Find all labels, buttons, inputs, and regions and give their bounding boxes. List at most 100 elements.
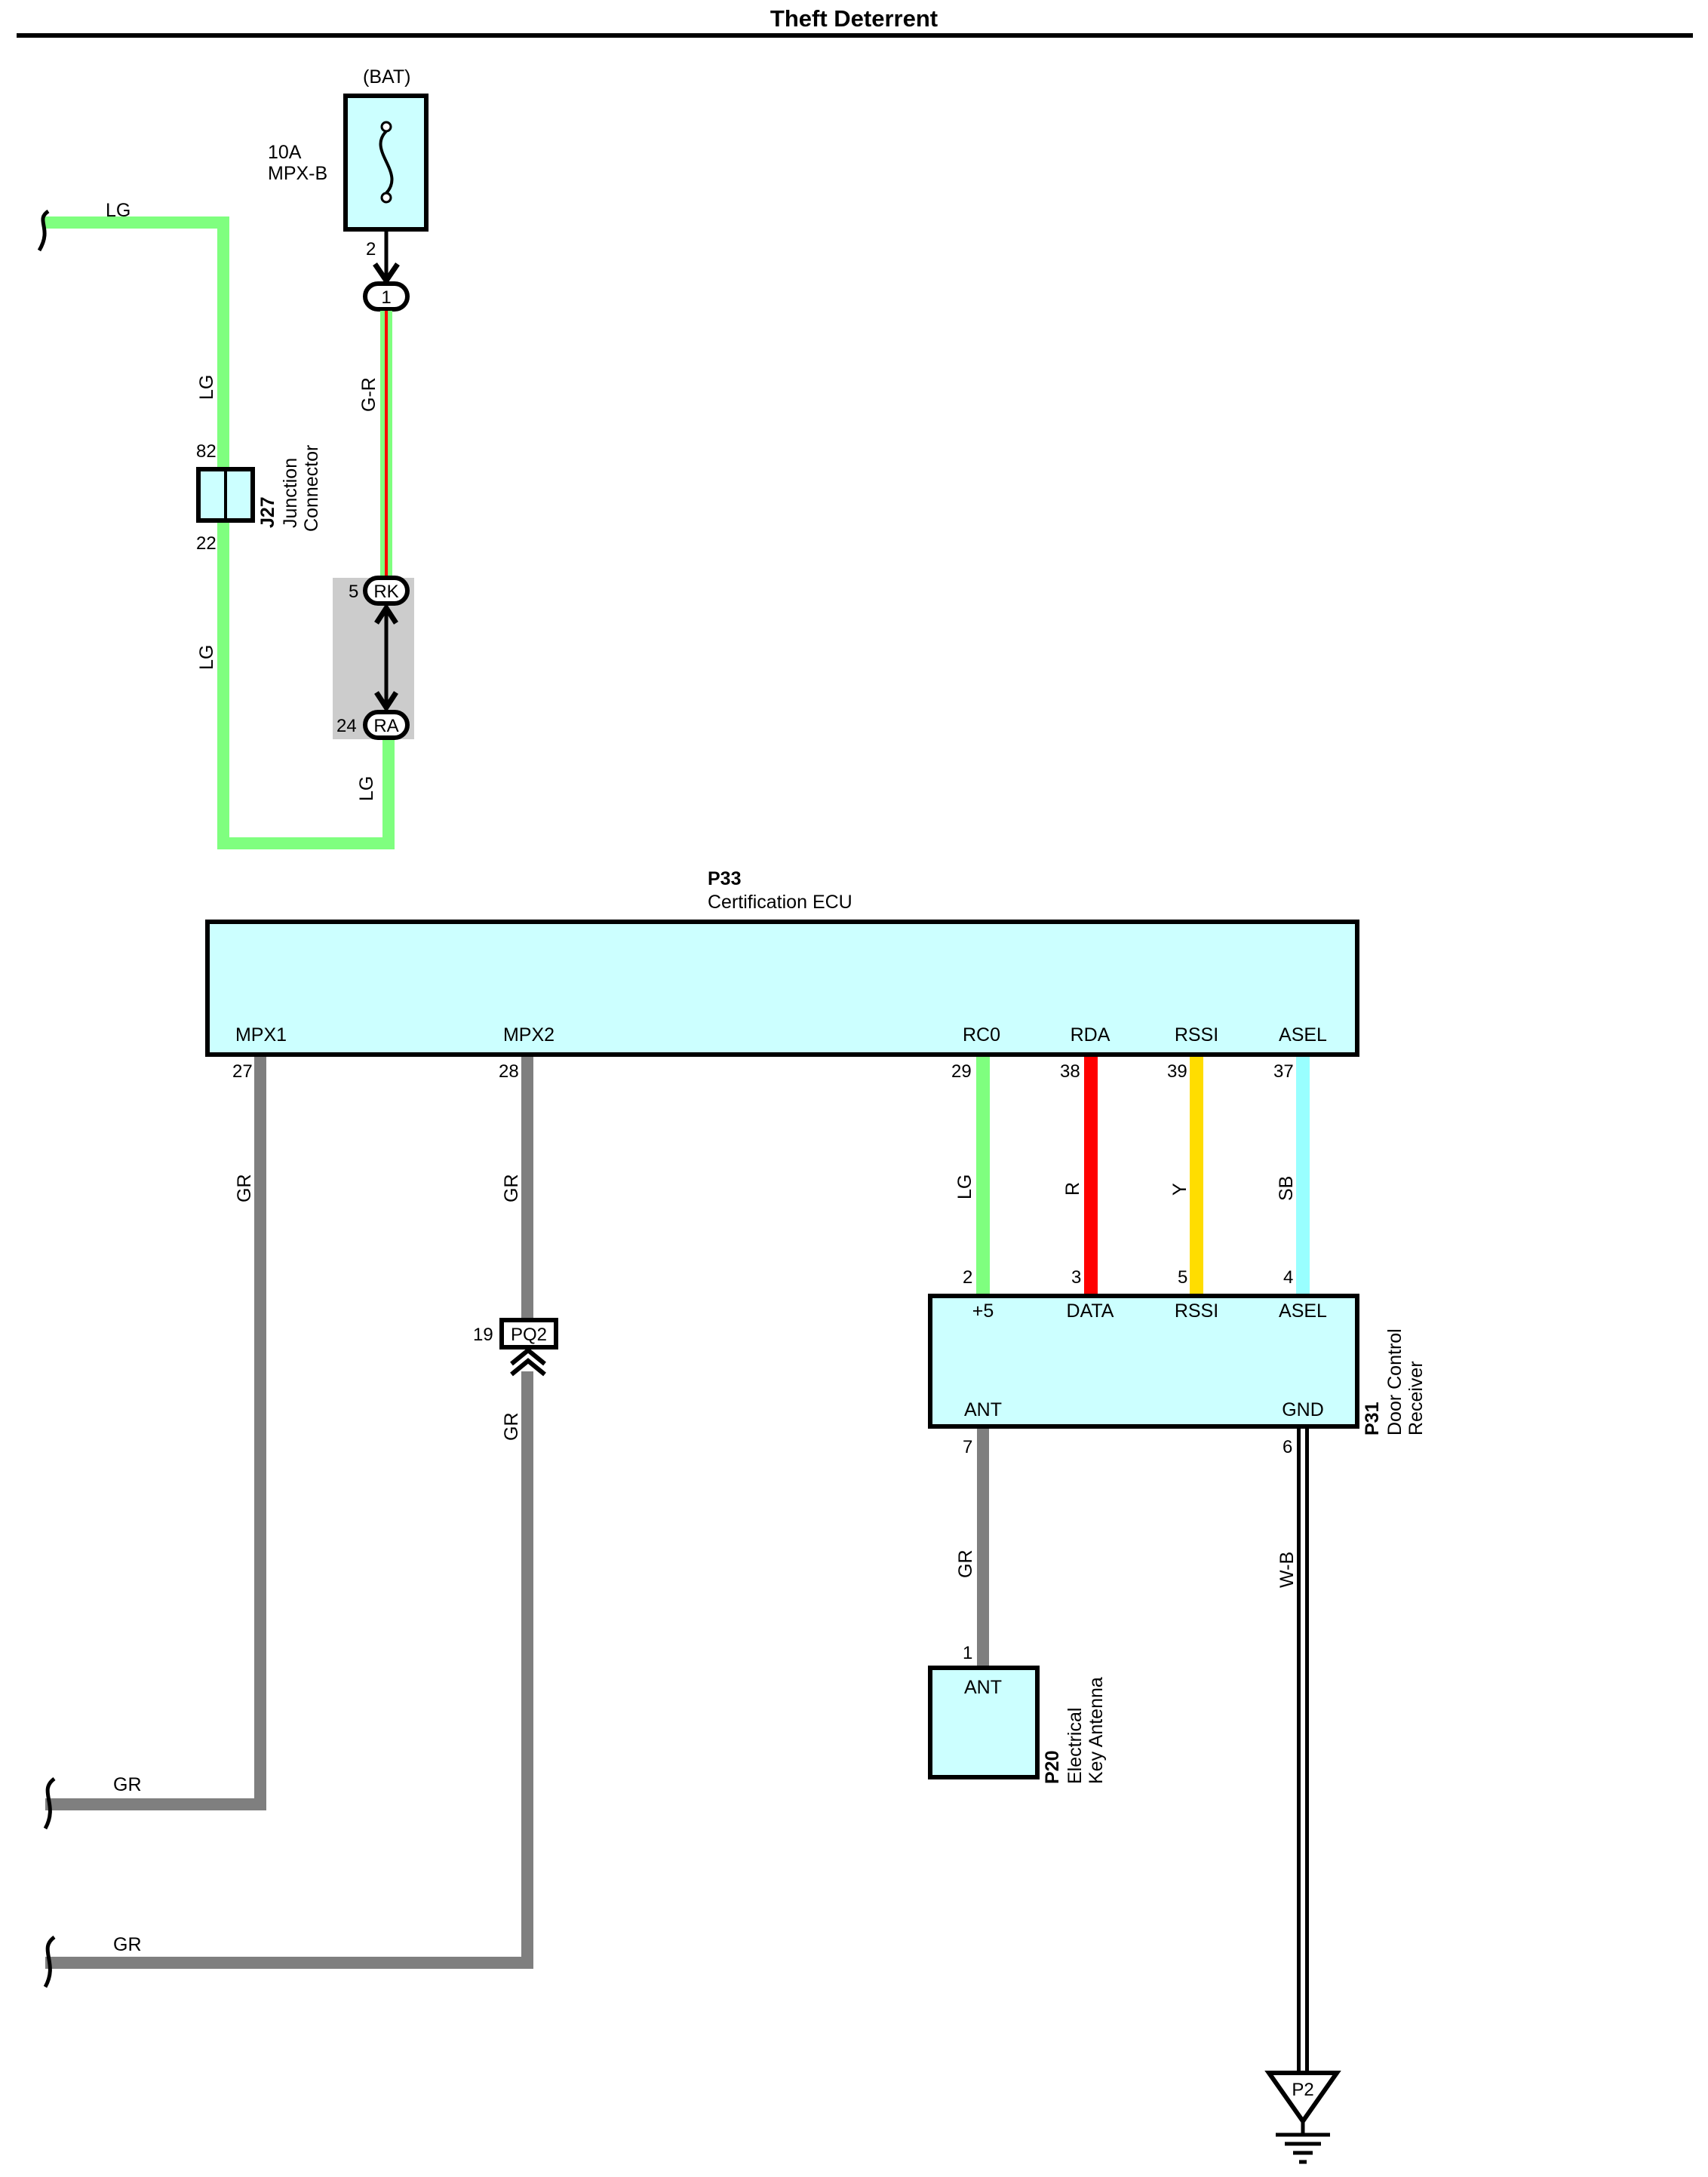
connector-pq2-pin: 19: [473, 1325, 493, 1345]
j27-pin-bottom: 22: [196, 533, 217, 554]
receiver-terminal-data: DATA: [1067, 1300, 1114, 1322]
fuse-pin-out: 2: [366, 239, 376, 259]
lg-wire-rc0: [976, 1057, 990, 1294]
ground-p2: [1264, 2071, 1341, 2164]
connector-ra-pin: 24: [336, 716, 357, 736]
receiver-pin-3: 3: [1071, 1267, 1081, 1288]
wire-label-lg-top: LG: [106, 200, 131, 221]
junction-connector-j27: [196, 467, 255, 523]
receiver-terminal-plus5: +5: [972, 1300, 994, 1322]
fuse-name: MPX-B: [268, 163, 327, 184]
rk-ra-arrow-up: [374, 603, 398, 625]
wire-label-lg-rc0: LG: [954, 1174, 975, 1199]
ecu-terminal-mpx1: MPX1: [235, 1024, 287, 1046]
ecu-pin-29: 29: [951, 1061, 972, 1082]
antenna-id: P20: [1042, 1751, 1063, 1784]
lg-loop-wire: [42, 216, 395, 849]
wire-label-lg-left-upper: LG: [196, 375, 217, 400]
ecu-pin-39: 39: [1167, 1061, 1187, 1082]
receiver-terminal-gnd: GND: [1282, 1399, 1324, 1420]
j27-id: J27: [257, 496, 278, 528]
gr-wire-ant: [977, 1429, 989, 1666]
connector-pq2: [499, 1318, 558, 1349]
wire-label-g-r: G-R: [358, 377, 379, 412]
wire-label-sb-asel: SB: [1276, 1176, 1297, 1201]
g-r-wire-stripe: [385, 311, 388, 593]
ecu-terminal-mpx2: MPX2: [503, 1024, 554, 1046]
pq2-chevron-upper: [510, 1347, 546, 1366]
wire-label-gr-mpx2-upper: GR: [501, 1174, 522, 1203]
rk-ra-arrow-down: [374, 691, 398, 713]
antenna-terminal-ant: ANT: [964, 1677, 1002, 1698]
connector-pill-1: [363, 281, 410, 312]
r-wire-rda: [1084, 1057, 1098, 1294]
w-b-wire-gnd: [1297, 1429, 1309, 2077]
fuse-output-arrow: [373, 263, 400, 286]
connector-pq2-label: PQ2: [511, 1325, 547, 1345]
j27-name-line2: Connector: [301, 445, 322, 532]
w-b-wire-inner: [1301, 1429, 1305, 2077]
j27-name-line1: Junction: [280, 458, 301, 528]
ground-label: P2: [1292, 2080, 1313, 2100]
fuse-terminal-top: [380, 121, 392, 133]
wire-label-gr-bottom-1: GR: [113, 1774, 142, 1795]
wire-label-gr-mpx2-lower: GR: [501, 1413, 522, 1442]
receiver-name-line2: Receiver: [1405, 1361, 1427, 1435]
fuse-icon: [379, 130, 394, 195]
gr-wire-mpx1: [45, 1057, 266, 1810]
fuse-terminal-bottom: [380, 192, 392, 204]
pq2-chevron-lower: [510, 1358, 546, 1377]
connector-pill-1-label: 1: [381, 287, 391, 308]
connector-rk-pin: 5: [349, 582, 358, 602]
receiver-terminal-ant: ANT: [964, 1399, 1002, 1420]
ecu-pin-37: 37: [1273, 1061, 1294, 1082]
ecu-terminal-rc0: RC0: [963, 1024, 1000, 1046]
receiver-pin-7: 7: [963, 1437, 972, 1457]
fuse-mpx-b: [343, 94, 429, 232]
receiver-pin-2: 2: [963, 1267, 972, 1288]
receiver-pin-4: 4: [1283, 1267, 1293, 1288]
wire-label-gr-bottom-2: GR: [113, 1934, 142, 1955]
g-r-wire: [380, 311, 392, 593]
connector-rk-label: RK: [373, 582, 398, 602]
wire-label-lg-after-ra: LG: [356, 776, 377, 801]
wire-label-gr-mpx1: GR: [234, 1174, 255, 1203]
wire-label-r-rda: R: [1062, 1182, 1083, 1196]
ecu-terminal-rssi: RSSI: [1175, 1024, 1218, 1046]
diagram-title: Theft Deterrent: [770, 5, 938, 32]
ecu-terminal-rda: RDA: [1071, 1024, 1111, 1046]
antenna-pin-1: 1: [963, 1643, 972, 1663]
fuse-supply: (BAT): [363, 66, 410, 88]
wire-label-lg-left-lower: LG: [196, 645, 217, 670]
receiver-id: P31: [1362, 1402, 1383, 1435]
wire-break-symbol-gr-1: [43, 1776, 56, 1830]
j27-pin-top: 82: [196, 441, 217, 462]
antenna-name-line2: Key Antenna: [1086, 1677, 1107, 1784]
ecu-pin-38: 38: [1060, 1061, 1080, 1082]
wire-label-w-b: W-B: [1276, 1552, 1298, 1588]
y-wire-rssi: [1190, 1057, 1203, 1294]
ecu-terminal-asel: ASEL: [1279, 1024, 1327, 1046]
connector-ra-label: RA: [373, 716, 398, 736]
wire-label-gr-ant: GR: [955, 1550, 976, 1579]
sb-wire-asel: [1296, 1057, 1310, 1294]
receiver-name-line1: Door Control: [1384, 1328, 1405, 1435]
lg-wire-path: [42, 216, 395, 849]
ecu-pin-27: 27: [232, 1061, 253, 1082]
door-control-receiver-box: [928, 1294, 1359, 1429]
fuse-rating: 10A: [268, 142, 302, 163]
receiver-pin-6: 6: [1283, 1437, 1292, 1457]
receiver-pin-5: 5: [1178, 1267, 1187, 1288]
receiver-terminal-rssi: RSSI: [1175, 1300, 1218, 1322]
ecu-pin-28: 28: [499, 1061, 519, 1082]
wire-break-symbol-gr-2: [43, 1935, 56, 1988]
receiver-terminal-asel: ASEL: [1279, 1300, 1327, 1322]
ecu-id: P33: [708, 868, 741, 889]
connector-ra: [363, 710, 410, 740]
ecu-name: Certification ECU: [708, 892, 852, 913]
wire-break-symbol: [37, 209, 50, 252]
wire-label-y-rssi: Y: [1169, 1183, 1190, 1196]
ground-triangle: [1264, 2071, 1341, 2126]
certification-ecu-box: [205, 920, 1359, 1057]
